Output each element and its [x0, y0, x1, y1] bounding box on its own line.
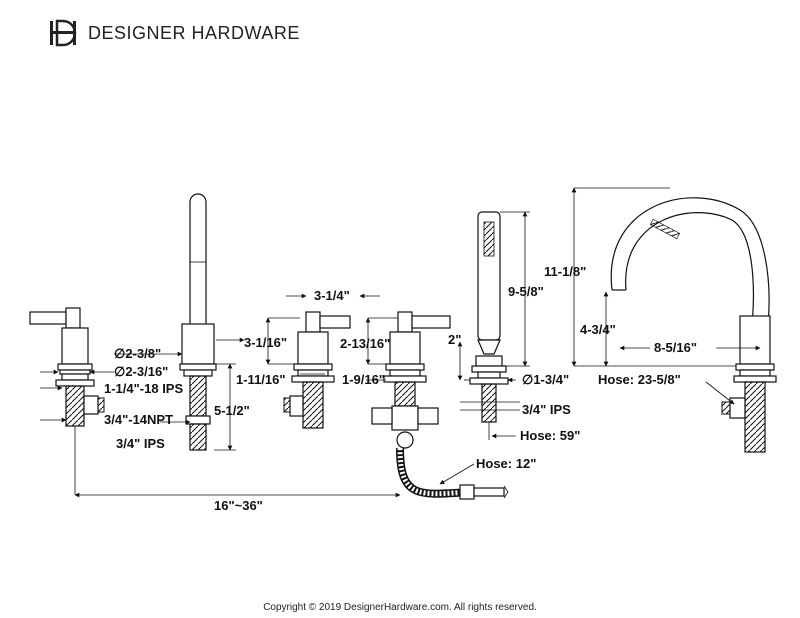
dim-ips-right: 3/4" IPS [522, 402, 571, 417]
cold-handle-valve [371, 311, 509, 500]
dimension-lines [40, 187, 761, 498]
brand-logo-icon [50, 19, 77, 47]
handshower-holder [469, 211, 509, 440]
hot-handle-valve [283, 311, 351, 429]
dim-valve-body-height: 3-1/16" [244, 335, 287, 350]
dimension-labels: ∅2-3/8" ∅2-3/16" 1-1/4"-18 IPS 3/4"-14NP… [104, 264, 697, 513]
dim-reach: 8-5/16" [654, 340, 697, 355]
dim-valve-shank: 1-11/16" [236, 372, 286, 387]
dim-hose-12: Hose: 12" [476, 456, 536, 471]
dim-hose-23: Hose: 23-5/8" [598, 372, 681, 387]
copyright-footer: Copyright © 2019 DesignerHardware.com. A… [263, 602, 537, 613]
dim-handle-width: 3-1/4" [314, 288, 350, 303]
tub-spout [179, 193, 217, 451]
faucet-technical-drawing: ∅2-3/8" ∅2-3/16" 1-1/4"-18 IPS 3/4"-14NP… [29, 187, 777, 513]
dim-diverter-shank: 1-9/16" [342, 372, 385, 387]
dim-spout-diameter: ∅2-3/8" [114, 346, 161, 361]
dim-ips-thread: 1-1/4"-18 IPS [104, 381, 183, 396]
dim-flange-diameter: ∅2-3/16" [114, 364, 168, 379]
dim-spread: 16"~36" [214, 498, 263, 513]
dim-holder-diameter: ∅1-3/4" [522, 372, 569, 387]
header: DESIGNER HARDWARE [48, 18, 300, 48]
dim-hose-59: Hose: 59" [520, 428, 580, 443]
dim-spout-shank: 5-1/2" [214, 403, 250, 418]
dim-npt-thread: 3/4"-14NPT [104, 412, 173, 427]
brand-name: DESIGNER HARDWARE [88, 22, 300, 43]
dim-holder-height: 2" [448, 332, 461, 347]
dim-diverter-height: 2-13/16" [340, 336, 390, 351]
left-handle-valve [29, 307, 105, 495]
dim-outlet-height: 4-3/4" [580, 322, 616, 337]
right-gooseneck-faucet [610, 197, 777, 453]
dim-handshower-height: 9-5/8" [508, 284, 544, 299]
dim-ips-left: 3/4" IPS [116, 436, 165, 451]
dim-faucet-height: 11-1/8" [544, 264, 586, 279]
